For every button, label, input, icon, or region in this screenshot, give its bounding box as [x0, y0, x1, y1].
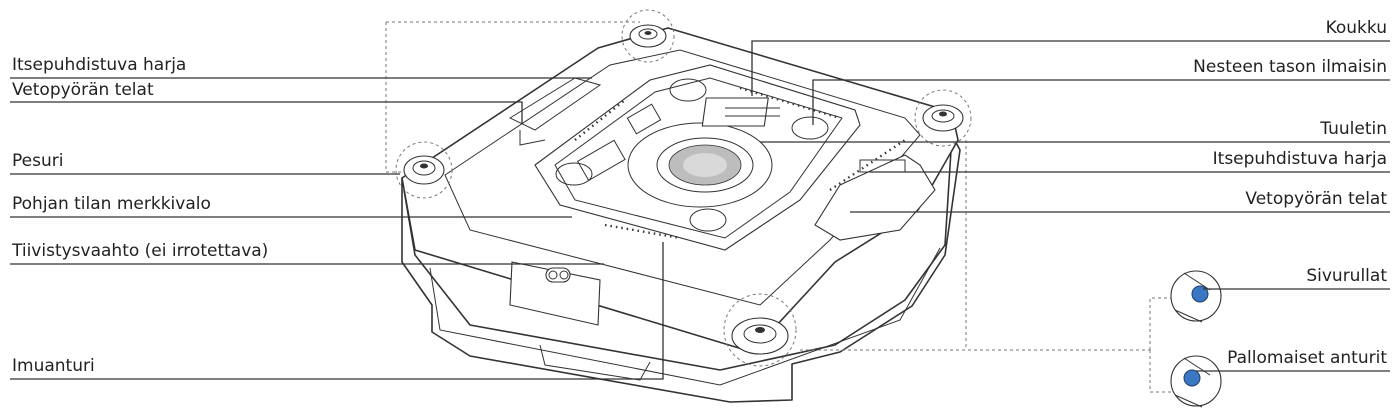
label-pohjan-tilan-merkkivalo: Pohjan tilan merkkivalo [12, 194, 211, 214]
caster-left [403, 155, 445, 185]
side-roller-detail [1170, 270, 1222, 323]
ball-sensor-detail [1170, 355, 1222, 408]
labels-right: Koukku Nesteen tason ilmaisin Tuuletin I… [1193, 18, 1387, 368]
label-tuuletin: Tuuletin [1319, 119, 1387, 139]
suction-sensor [545, 267, 571, 283]
caster-bottom [731, 317, 789, 355]
fan [627, 122, 773, 208]
caster-right [922, 104, 964, 132]
labels-left: Itsepuhdistuva harja Vetopyörän telat Pe… [11, 55, 268, 376]
caster-top [629, 24, 667, 48]
label-pallomaiset-anturit: Pallomaiset anturit [1227, 348, 1387, 368]
label-itsepuhdistuva-harja-right: Itsepuhdistuva harja [1213, 149, 1387, 169]
hook [701, 97, 780, 127]
robot-body [401, 24, 964, 403]
leader-lines [10, 40, 1390, 380]
label-pesuri: Pesuri [12, 151, 63, 171]
label-tiivistysvaahto: Tiivistysvaahto (ei irrotettava) [11, 241, 268, 261]
label-sivurullat: Sivurullat [1306, 266, 1387, 286]
label-imuanturi: Imuanturi [12, 356, 95, 376]
label-nesteen-tason-ilmaisin: Nesteen tason ilmaisin [1193, 57, 1387, 77]
label-koukku: Koukku [1326, 18, 1387, 38]
label-itsepuhdistuva-harja-left: Itsepuhdistuva harja [12, 55, 186, 75]
label-vetopyoran-telat-right: Vetopyörän telat [1245, 189, 1387, 209]
dashed-guides [385, 9, 1172, 393]
label-vetopyoran-telat-left: Vetopyörän telat [12, 80, 154, 100]
